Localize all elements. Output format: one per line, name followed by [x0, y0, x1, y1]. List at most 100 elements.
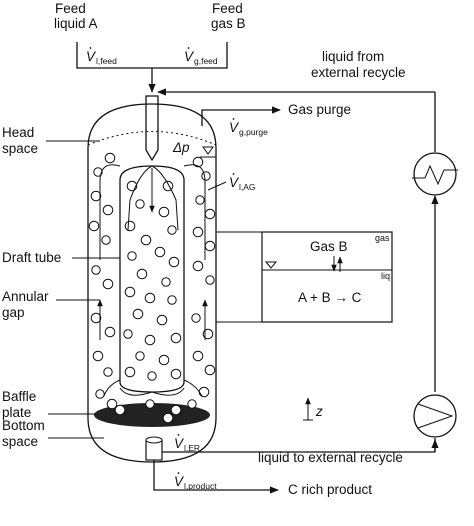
- delta-p-label: Δp: [172, 140, 190, 155]
- v-l-product-label: V l,product: [174, 472, 217, 491]
- bubble: [140, 234, 152, 246]
- svg-text:liq: liq: [381, 271, 390, 281]
- bubble: [170, 332, 182, 344]
- svg-text:A + B → C: A + B → C: [298, 290, 362, 305]
- bubble: [158, 206, 170, 218]
- draft-tube: [119, 165, 185, 393]
- bubble: [92, 350, 104, 362]
- bubble: [124, 220, 136, 232]
- bubble: [201, 171, 211, 181]
- bubble: [102, 204, 114, 216]
- liquid-level-icon: [200, 146, 216, 158]
- head-space-boundary: [87, 131, 217, 146]
- bubble: [204, 208, 216, 220]
- svg-text:l,product: l,product: [184, 481, 217, 491]
- external-recycle-loop: [157, 88, 439, 453]
- bubble: [192, 350, 204, 362]
- bubble: [204, 364, 216, 376]
- v-g-feed-label: V g,feed: [184, 47, 218, 66]
- v-l-ag-leader: [207, 181, 227, 191]
- bubble: [106, 398, 118, 410]
- pump-icon: [413, 394, 457, 438]
- bubble: [144, 292, 156, 304]
- baffle-plate-label: Baffle plate: [2, 389, 40, 420]
- svg-text:l,ER: l,ER: [184, 443, 200, 453]
- bubble: [167, 295, 177, 305]
- bubble: [167, 225, 177, 235]
- circulation-arrows: [97, 164, 208, 397]
- bubble: [93, 167, 103, 177]
- svg-text:V: V: [184, 49, 195, 64]
- interface-inset: gas liq Gas B A + B → C: [216, 231, 393, 323]
- c-rich-product-label: C rich product: [288, 482, 372, 497]
- inlet-nozzle: [145, 95, 159, 162]
- heat-exchanger-icon: [412, 152, 458, 196]
- z-axis-indicator: z: [303, 397, 323, 421]
- bubble: [135, 351, 145, 361]
- bubble: [170, 404, 182, 416]
- gas-bubbles: [88, 152, 216, 424]
- head-space-label: Head space: [2, 125, 38, 156]
- bubble: [187, 399, 197, 409]
- bubble: [91, 265, 101, 275]
- bottom-lines: [153, 460, 279, 494]
- liquid-to-recycle-label: liquid to external recycle: [258, 450, 403, 465]
- bubble: [101, 235, 111, 245]
- draft-tube-label: Draft tube: [2, 250, 61, 265]
- bubble: [156, 314, 168, 326]
- svg-text:gas: gas: [375, 233, 390, 243]
- bubble: [124, 286, 136, 298]
- bubble: [114, 404, 126, 416]
- outlet-nozzle: [145, 436, 163, 461]
- bubble: [204, 240, 216, 252]
- bubble: [198, 386, 210, 398]
- bubble: [161, 277, 171, 287]
- bubble: [136, 268, 148, 280]
- bubble: [103, 367, 113, 377]
- v-g-purge-label: V g,purge: [229, 118, 268, 137]
- bubble: [132, 308, 144, 320]
- svg-text:V: V: [174, 474, 185, 489]
- v-l-er-label: V l,ER: [174, 434, 200, 453]
- gas-purge-line: [201, 106, 281, 126]
- bubble: [192, 156, 204, 168]
- bubble: [144, 334, 156, 346]
- feed-lines: [76, 42, 228, 93]
- bubble: [162, 412, 174, 424]
- bubble: [192, 260, 204, 272]
- bubble: [104, 326, 116, 338]
- svg-text:Gas B: Gas B: [310, 239, 348, 254]
- bubble: [88, 220, 100, 232]
- svg-text:V: V: [174, 436, 185, 451]
- bubble: [127, 251, 137, 261]
- svg-text:V: V: [229, 120, 240, 135]
- bottom-space-label: Bottom space: [2, 418, 49, 449]
- bubble: [168, 256, 180, 268]
- bubble: [90, 190, 102, 202]
- bubble: [170, 368, 182, 380]
- bubble: [123, 329, 133, 339]
- feed-gas-b-label: Feed gas B: [211, 1, 247, 31]
- bubble: [102, 278, 114, 290]
- bubble: [205, 275, 215, 285]
- svg-text:g,feed: g,feed: [194, 56, 218, 66]
- reactor-vessel: [87, 103, 217, 463]
- bubble: [104, 152, 116, 164]
- v-l-ag-label: V l,AG: [229, 173, 256, 192]
- feed-liquid-a-label: Feed liquid A: [54, 1, 98, 31]
- svg-text:V: V: [86, 49, 97, 64]
- bubble: [135, 199, 145, 209]
- svg-text:l,AG: l,AG: [239, 182, 256, 192]
- svg-text:z: z: [315, 404, 323, 419]
- v-l-feed-label: V l,feed: [86, 47, 117, 66]
- liquid-from-recycle-label: liquid from external recycle: [311, 49, 406, 80]
- bubble: [158, 354, 170, 366]
- bubble: [191, 313, 201, 323]
- bubble: [145, 399, 155, 409]
- bubble: [90, 312, 102, 324]
- bubble: [95, 389, 105, 399]
- bubble: [124, 366, 136, 378]
- bubble: [154, 246, 166, 258]
- svg-text:g,purge: g,purge: [239, 127, 268, 137]
